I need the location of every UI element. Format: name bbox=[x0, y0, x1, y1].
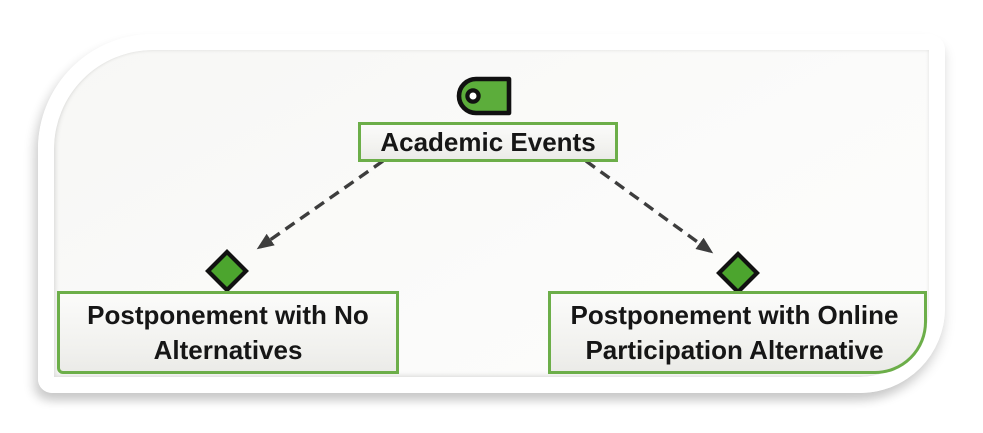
diamond-icon bbox=[205, 249, 249, 293]
diamond-icon bbox=[716, 251, 760, 295]
node-postponement-online-alternative-label: Postponement with Online Participation A… bbox=[570, 300, 899, 365]
node-postponement-no-alternatives-label: Postponement with No Alternatives bbox=[87, 300, 369, 365]
node-postponement-no-alternatives: Postponement with No Alternatives bbox=[57, 291, 399, 374]
tag-icon bbox=[456, 76, 512, 116]
node-postponement-online-alternative: Postponement with Online Participation A… bbox=[548, 291, 927, 374]
node-academic-events-label: Academic Events bbox=[380, 126, 596, 157]
connector-left-dashed-arrow bbox=[256, 159, 384, 250]
connector-right-dashed-arrow bbox=[585, 159, 714, 254]
node-academic-events: Academic Events bbox=[358, 122, 618, 162]
